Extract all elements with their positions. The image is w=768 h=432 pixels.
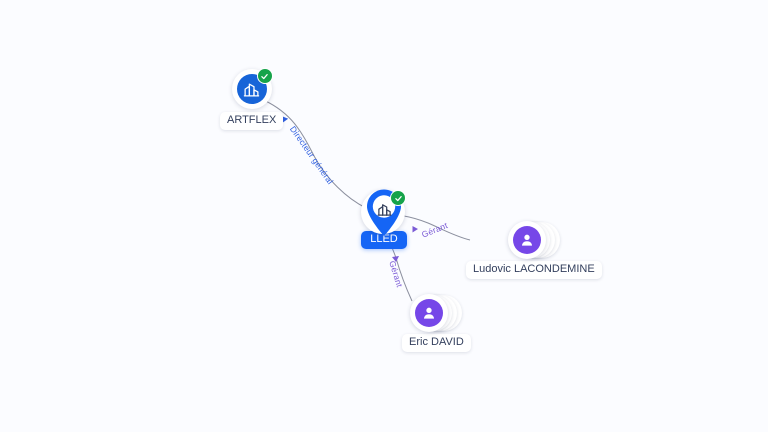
lled-pin-wrap[interactable] [361,188,407,240]
artflex-icon-wrap[interactable] [231,68,273,109]
person-icon [415,299,444,327]
ludovic-avatar-wrap[interactable] [507,220,560,260]
edge-artflex-lled[interactable] [258,97,367,209]
node-label-artflex: ARTFLEX [220,112,284,130]
avatar [507,221,546,259]
person-icon [512,226,541,254]
node-lled[interactable]: LLED [361,188,407,249]
node-label-eric-david: Eric DAVID [402,334,471,352]
node-label-lled: LLED [361,231,407,249]
node-label-ludovic-lacondemine: Ludovic LACONDEMINE [466,261,602,279]
verified-check-icon [390,190,406,206]
node-artflex[interactable]: ARTFLEX [220,68,284,130]
eric-avatar-wrap[interactable] [410,293,463,333]
edge-lled-ludovic-arrowhead [412,226,418,233]
node-eric-david[interactable]: Eric DAVID [402,293,471,352]
edge-lled-ludovic[interactable] [403,215,471,241]
edge-lled-eric-arrowhead [392,256,399,262]
node-ludovic-lacondemine[interactable]: Ludovic LACONDEMINE [466,220,602,279]
verified-check-icon [256,68,273,84]
company-building-icon [375,200,394,219]
avatar [410,294,449,332]
